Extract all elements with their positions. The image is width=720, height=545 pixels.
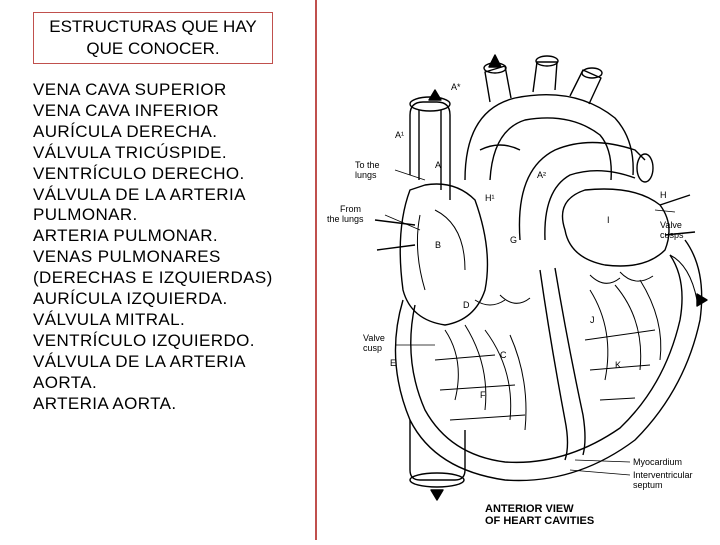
caption-line-1: ANTERIOR VIEW	[485, 503, 594, 515]
letter-k: K	[615, 360, 621, 370]
list-item: ARTERIA AORTA.	[33, 394, 308, 415]
list-item: VÁLVULA DE LA ARTERIA	[33, 352, 308, 373]
letter-d: D	[463, 300, 470, 310]
heart-diagram-panel: To the lungs From the lungs Valve cusps …	[315, 0, 720, 540]
title-line-1: ESTRUCTURAS QUE HAY	[34, 16, 272, 38]
letter-a1: A¹	[395, 130, 404, 140]
title-line-2: QUE CONOCER.	[34, 38, 272, 60]
list-item: AORTA.	[33, 373, 308, 394]
list-item: VÁLVULA DE LA ARTERIA	[33, 185, 308, 206]
list-item: AURÍCULA IZQUIERDA.	[33, 289, 308, 310]
list-item: VÁLVULA MITRAL.	[33, 310, 308, 331]
list-item: VENAS PULMONARES	[33, 247, 308, 268]
list-item: VENTRÍCULO DERECHO.	[33, 164, 308, 185]
label-myocardium: Myocardium	[633, 457, 682, 467]
letter-a-plus: A*	[451, 82, 461, 92]
letter-c: C	[500, 350, 507, 360]
list-item: PULMONAR.	[33, 205, 308, 226]
diagram-caption: ANTERIOR VIEW OF HEART CAVITIES	[485, 503, 594, 527]
right-ventricle	[435, 295, 530, 430]
list-item: VENA CAVA INFERIOR	[33, 101, 308, 122]
list-item: ARTERIA PULMONAR.	[33, 226, 308, 247]
label-valve-cusp-2: cusp	[363, 343, 382, 353]
list-item: VENA CAVA SUPERIOR	[33, 80, 308, 101]
label-to-lungs-2: lungs	[355, 170, 377, 180]
right-atrium	[400, 184, 487, 325]
letter-j: J	[590, 315, 595, 325]
letter-g: G	[510, 235, 517, 245]
leader-lines	[385, 170, 675, 475]
label-valve-cusps-2: cusps	[660, 230, 684, 240]
list-item: VÁLVULA TRICÚSPIDE.	[33, 143, 308, 164]
heart-outer-wall	[395, 240, 701, 481]
interventricular-septum	[540, 268, 585, 460]
caption-line-2: OF HEART CAVITIES	[485, 515, 594, 527]
label-septum-1: Interventricular	[633, 470, 693, 480]
letter-b: B	[435, 240, 441, 250]
letter-e: E	[390, 358, 396, 368]
list-item: AURÍCULA DERECHA.	[33, 122, 308, 143]
label-valve-cusp-1: Valve	[363, 333, 385, 343]
left-ventricle	[585, 272, 661, 400]
label-from-lungs-2: the lungs	[327, 214, 364, 224]
letter-h: H	[660, 190, 667, 200]
list-item: (DERECHAS E IZQUIERDAS)	[33, 268, 308, 289]
aorta	[465, 56, 633, 180]
letter-i: I	[607, 215, 610, 225]
list-item: VENTRÍCULO IZQUIERDO.	[33, 331, 308, 352]
label-valve-cusps-1: Valve	[660, 220, 682, 230]
title-box: ESTRUCTURAS QUE HAY QUE CONOCER.	[33, 12, 273, 64]
structure-list: VENA CAVA SUPERIOR VENA CAVA INFERIOR AU…	[33, 80, 308, 415]
label-to-lungs-1: To the	[355, 160, 380, 170]
letter-f: F	[480, 390, 486, 400]
letter-h1: H¹	[485, 193, 495, 203]
label-septum-2: septum	[633, 480, 663, 490]
left-atrium	[375, 189, 695, 266]
letter-a: A	[435, 160, 441, 170]
flow-arrows	[429, 55, 707, 500]
label-from-lungs-1: From	[340, 204, 361, 214]
letter-a2: A²	[537, 170, 546, 180]
